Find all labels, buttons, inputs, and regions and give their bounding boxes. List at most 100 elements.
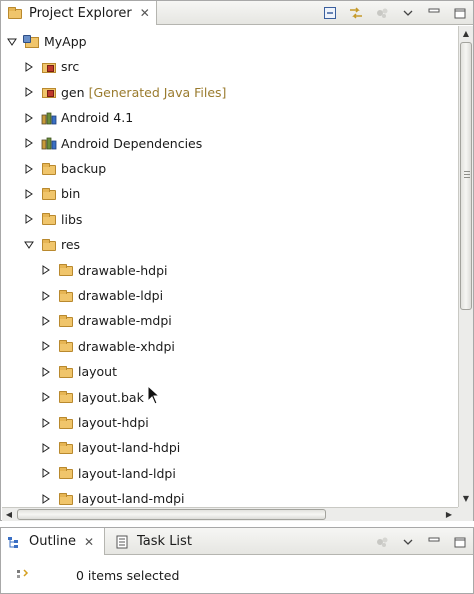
tree-item-label: layout.bak (78, 389, 144, 405)
tree-item[interactable]: layout-land-hdpi (39, 435, 180, 460)
collapsed-arrow-icon[interactable] (39, 492, 53, 506)
collapsed-arrow-icon[interactable] (22, 60, 36, 74)
folder-icon (58, 263, 74, 277)
folder-icon (58, 390, 74, 404)
tree-item-label: res (61, 237, 81, 253)
tree-item-label: drawable-ldpi (78, 288, 164, 303)
scroll-right-icon[interactable]: ▶ (445, 509, 453, 519)
collapsed-arrow-icon[interactable] (22, 162, 36, 176)
scroll-down-icon[interactable]: ▼ (462, 494, 470, 503)
tree-item[interactable]: drawable-hdpi (39, 258, 168, 283)
source-folder-icon (41, 60, 57, 74)
collapse-all-icon[interactable] (321, 4, 339, 22)
horizontal-scrollbar[interactable]: ◀ ▶ (2, 507, 458, 521)
view-menu-chevron-icon[interactable] (399, 4, 417, 22)
tree-item-label: MyApp (44, 34, 87, 49)
outline-status-row: 0 items selected (1, 556, 473, 594)
expanded-arrow-icon[interactable] (22, 238, 36, 252)
tree-item[interactable]: layout.bak (39, 385, 144, 410)
link-with-editor-icon[interactable] (347, 4, 365, 22)
tab-label: Task List (137, 534, 192, 549)
tree-item[interactable]: layout (39, 359, 117, 384)
tree-item-label: layout-land-hdpi (78, 440, 181, 456)
tree-item[interactable]: Android 4.1 (22, 105, 133, 130)
collapsed-arrow-icon[interactable] (22, 85, 36, 99)
tree-item-label: drawable-hdpi (78, 262, 168, 278)
focus-icon[interactable] (373, 533, 391, 551)
tree-item[interactable]: backup (22, 156, 106, 181)
outline-view: Outline ✕ Task List 0 (0, 527, 474, 594)
library-icon (41, 111, 57, 125)
tree-item-label: layout-land-ldpi (78, 465, 176, 481)
minimize-icon[interactable] (425, 533, 443, 551)
tree-item[interactable]: drawable-mdpi (39, 308, 172, 333)
tab-project-explorer[interactable]: Project Explorer ✕ (1, 1, 157, 25)
tree-item[interactable]: drawable-ldpi (39, 283, 163, 308)
tree-item-label: bin (61, 186, 81, 202)
source-folder-icon (41, 85, 57, 99)
tab-label: Project Explorer (29, 5, 132, 21)
project-explorer-tabbar: Project Explorer ✕ (1, 1, 473, 25)
tab-task-list[interactable]: Task List (109, 528, 198, 555)
folder-icon (58, 466, 74, 480)
folder-icon (41, 162, 57, 176)
maximize-icon[interactable] (451, 4, 469, 22)
tree-item[interactable]: Android Dependencies (22, 131, 202, 156)
tree-item-label: layout-land-mdpi (78, 491, 185, 507)
tree-item[interactable]: layout-hdpi (39, 410, 149, 435)
collapsed-arrow-icon[interactable] (22, 111, 36, 125)
scroll-left-icon[interactable]: ◀ (5, 509, 13, 519)
folder-icon (58, 314, 74, 328)
focus-icon[interactable] (373, 4, 391, 22)
collapsed-arrow-icon[interactable] (22, 187, 36, 201)
collapsed-arrow-icon[interactable] (39, 263, 53, 277)
folder-icon (58, 441, 74, 455)
minimize-icon[interactable] (425, 4, 443, 22)
expanded-arrow-icon[interactable] (5, 35, 19, 49)
collapsed-arrow-icon[interactable] (22, 136, 36, 150)
outline-tabbar: Outline ✕ Task List (1, 528, 473, 555)
folder-icon (41, 212, 57, 226)
scroll-up-icon[interactable]: ▲ (462, 29, 470, 38)
tab-outline[interactable]: Outline ✕ (1, 528, 105, 555)
tree-item[interactable]: layout-land-mdpi (39, 486, 185, 507)
tree-item[interactable]: bin (22, 181, 80, 206)
tree-item-label: Android 4.1 (61, 110, 134, 126)
folder-icon (41, 238, 57, 252)
collapsed-arrow-icon[interactable] (39, 390, 53, 404)
collapsed-arrow-icon[interactable] (39, 289, 53, 303)
folder-icon (58, 492, 74, 506)
horizontal-scroll-thumb[interactable] (17, 509, 326, 520)
close-icon[interactable]: ✕ (139, 6, 150, 20)
close-icon[interactable]: ✕ (84, 534, 95, 549)
view-toolbar (321, 3, 469, 23)
maximize-icon[interactable] (451, 533, 469, 551)
vertical-scrollbar[interactable]: ▲ ▼ (458, 26, 473, 507)
tree-item[interactable]: MyApp (5, 29, 87, 54)
tab-label: Outline (29, 534, 77, 549)
library-icon (41, 136, 57, 150)
collapsed-arrow-icon[interactable] (39, 314, 53, 328)
tree-item[interactable]: drawable-xhdpi (39, 334, 175, 359)
tree-item[interactable]: res (22, 232, 80, 257)
collapsed-arrow-icon[interactable] (39, 365, 53, 379)
tree-item-label: layout (78, 364, 118, 380)
outline-toolbar (373, 532, 469, 552)
selection-status-icon (15, 567, 31, 581)
collapsed-arrow-icon[interactable] (39, 466, 53, 480)
view-menu-chevron-icon[interactable] (399, 533, 417, 551)
tree-item-label: libs (61, 211, 83, 227)
collapsed-arrow-icon[interactable] (39, 339, 53, 353)
vertical-scroll-thumb[interactable] (460, 42, 472, 310)
collapsed-arrow-icon[interactable] (39, 416, 53, 430)
tree-item[interactable]: gen[Generated Java Files] (22, 80, 226, 105)
tree-item-label: backup (61, 161, 107, 176)
outline-icon (7, 535, 23, 549)
collapsed-arrow-icon[interactable] (39, 441, 53, 455)
tree-item[interactable]: layout-land-ldpi (39, 461, 176, 486)
tree-item[interactable]: src (22, 54, 79, 79)
tree-item[interactable]: libs (22, 207, 82, 232)
collapsed-arrow-icon[interactable] (22, 212, 36, 226)
